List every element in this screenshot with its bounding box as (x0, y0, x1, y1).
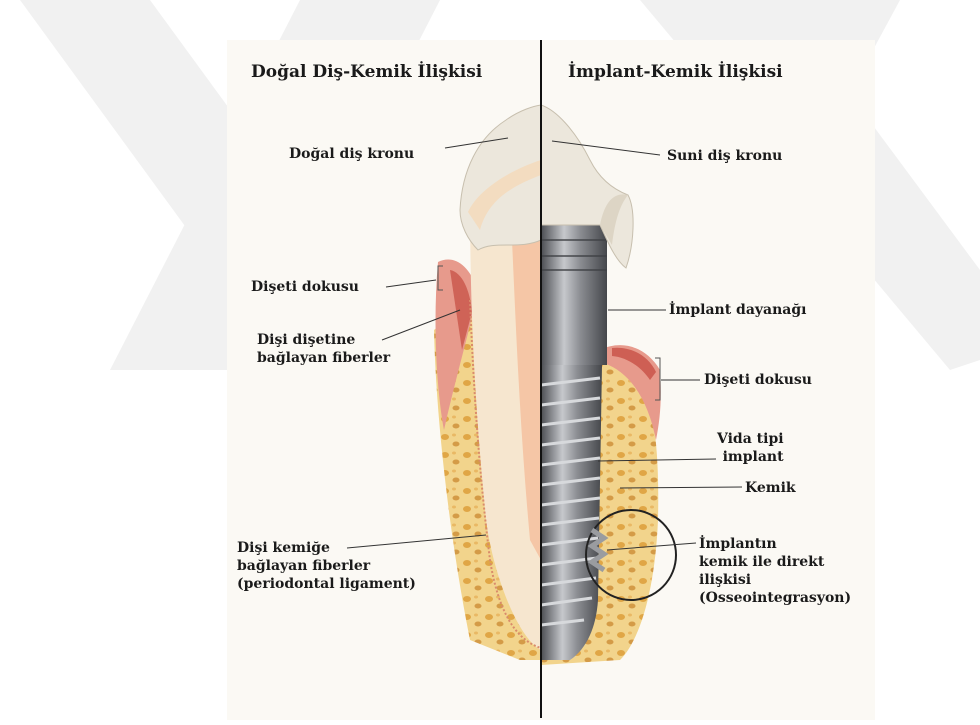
label-bone: Kemik (745, 479, 796, 497)
label-periodontal-ligament: Dişi kemiğe bağlayan fiberler (periodont… (237, 539, 416, 593)
label-screw-implant: Vida tipi implant (717, 430, 784, 466)
left-panel-title: Doğal Diş-Kemik İlişkisi (251, 63, 482, 81)
label-gingiva-right: Dişeti dokusu (704, 371, 812, 389)
right-panel-title: İmplant-Kemik İlişkisi (568, 63, 783, 81)
label-natural-crown: Doğal diş kronu (289, 145, 414, 163)
screw-body (541, 365, 602, 660)
label-artificial-crown: Suni diş kronu (667, 147, 782, 165)
label-abutment: İmplant dayanağı (669, 301, 806, 319)
abutment-shape (541, 225, 607, 365)
label-gingiva-left: Dişeti dokusu (251, 278, 359, 296)
label-fibers-gingiva: Dişi dişetine bağlayan fiberler (257, 331, 390, 367)
label-osseointegration: İmplantın kemik ile direkt ilişkisi (Oss… (699, 535, 851, 607)
